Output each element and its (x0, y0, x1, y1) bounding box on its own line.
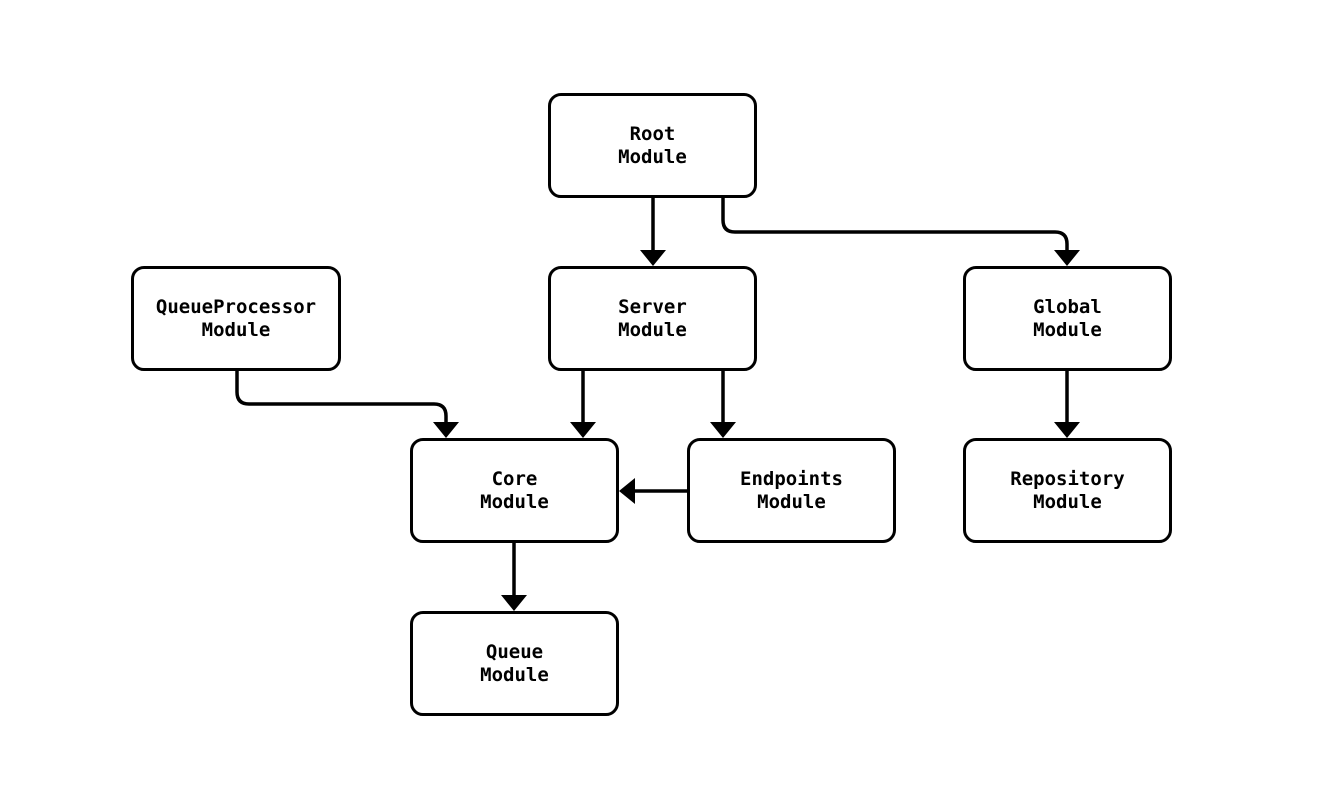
arrowhead-root-to-server (640, 250, 666, 266)
node-label-line: Root (629, 122, 676, 145)
arrowhead-root-to-global (1054, 250, 1080, 266)
node-label-line: Repository (1010, 467, 1125, 490)
node-label-line: Module (757, 490, 826, 513)
node-label-line: Module (201, 318, 271, 341)
node-label-line: Server (618, 295, 687, 318)
node-label-line: Queue (485, 640, 544, 663)
arrowhead-endpoints-to-core (619, 478, 635, 504)
arrowhead-global-to-repository (1054, 422, 1080, 438)
node-label-line: Module (618, 145, 687, 168)
arrowhead-server-to-endpoints (710, 422, 736, 438)
node-label-line: Endpoints (740, 467, 843, 490)
node-label-line: Core (491, 467, 538, 490)
node-label-line: Module (1033, 490, 1102, 513)
edge-root-to-global (721, 198, 1069, 251)
arrowhead-queueprocessor-to-core (433, 422, 459, 438)
node-label-line: Module (480, 663, 549, 686)
node-label-line: Module (1033, 318, 1102, 341)
node-label-line: Module (618, 318, 687, 341)
node-label-line: Module (480, 490, 549, 513)
node-label-line: Global (1033, 295, 1102, 318)
node-label-line: QueueProcessor (155, 295, 317, 318)
edge-queueprocessor-to-core (235, 371, 448, 423)
arrowhead-server-to-core (570, 422, 596, 438)
arrowhead-core-to-queue (501, 595, 527, 611)
